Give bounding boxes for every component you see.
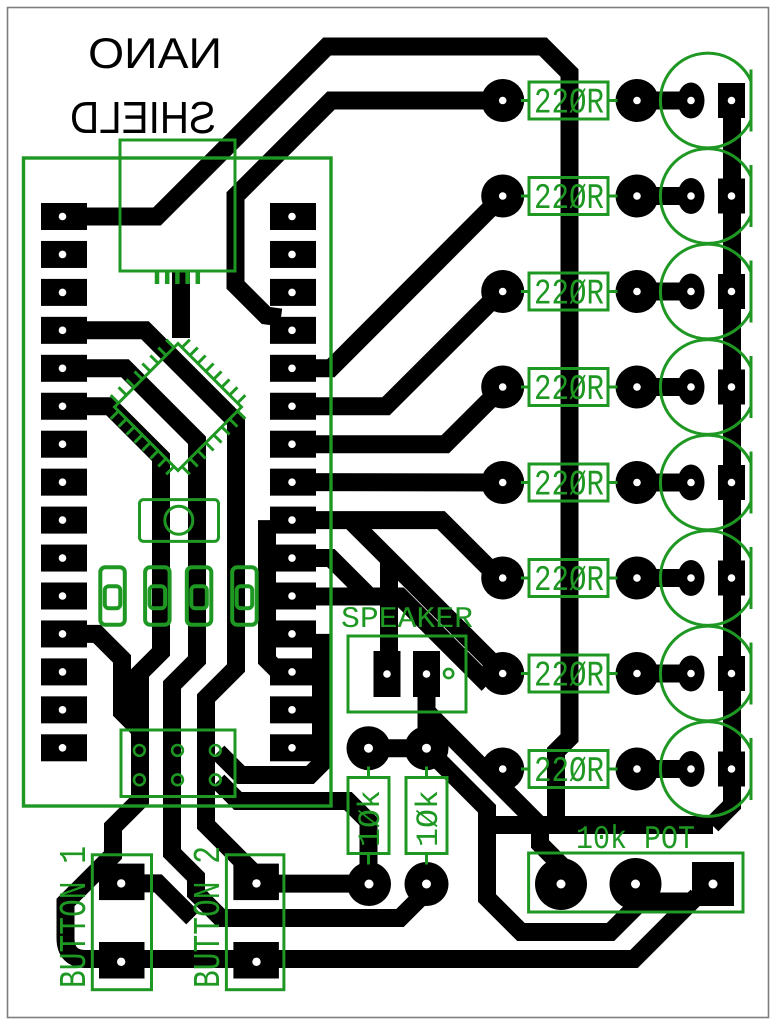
svg-text:BUTTON 1: BUTTON 1 [54,846,97,988]
svg-text:1Øk: 1Øk [412,790,447,847]
svg-text:SHIELD: SHIELD [70,92,216,143]
svg-text:22ØR: 22ØR [534,656,604,697]
svg-text:22ØR: 22ØR [534,83,604,124]
svg-text:22ØR: 22ØR [534,178,604,219]
svg-text:1Øk: 1Øk [354,790,389,847]
svg-text:22ØR: 22ØR [534,465,604,506]
svg-text:SPEAKER: SPEAKER [341,603,473,637]
svg-text:22ØR: 22ØR [534,274,604,315]
svg-text:22ØR: 22ØR [534,369,604,410]
svg-text:NANO: NANO [88,30,222,78]
svg-text:BUTTON 2: BUTTON 2 [188,846,231,988]
svg-text:10k POT: 10k POT [576,821,695,858]
svg-text:22ØR: 22ØR [534,560,604,601]
svg-text:22ØR: 22ØR [534,751,604,792]
